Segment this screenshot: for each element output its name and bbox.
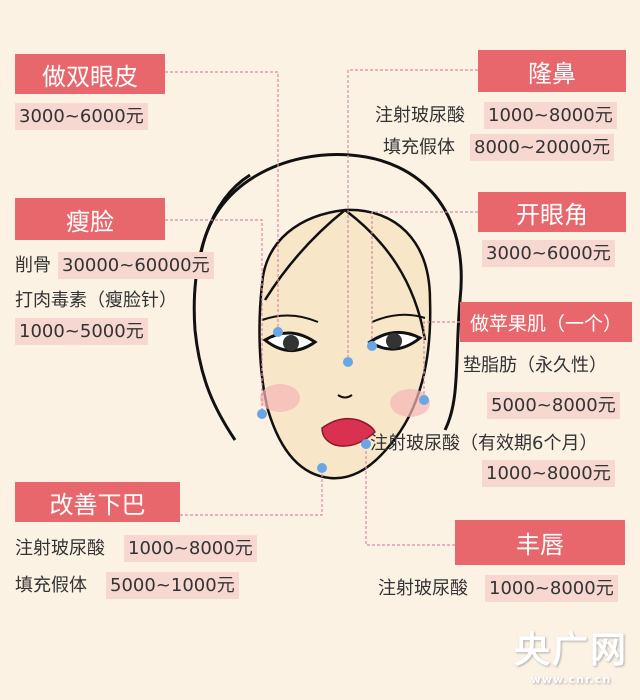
watermark-logo-text: 央广网: [513, 630, 628, 671]
eye-corner-title: 开眼角: [478, 192, 626, 232]
double-eyelid-price: 3000~6000元: [15, 103, 148, 130]
apple-cheek-item-price: 5000~8000元: [487, 392, 620, 419]
apple-cheek-item-label: 垫脂肪（永久性）: [463, 355, 607, 376]
chin-item-price: 1000~8000元: [124, 535, 257, 562]
slim-face-item-label: 打肉毒素（瘦脸针）: [15, 290, 177, 311]
chin-item-label: 注射玻尿酸: [15, 538, 105, 559]
lips-item-price: 1000~8000元: [485, 575, 618, 602]
lips: [321, 417, 376, 447]
lips-item-label: 注射玻尿酸: [378, 578, 468, 599]
slim-face-item-label: 削骨: [15, 255, 51, 276]
double-eyelid-title: 做双眼皮: [15, 54, 165, 94]
apple-cheek-item-price: 1000~8000元: [482, 460, 615, 487]
connector-lines: [165, 69, 478, 546]
chin-item-label: 填充假体: [15, 575, 87, 596]
hair-outline-right: [198, 152, 463, 431]
eye-corner-price: 3000~6000元: [482, 240, 615, 267]
watermark-url: www.cnr.cn: [530, 673, 612, 686]
chin-title: 改善下巴: [15, 482, 180, 522]
nose-item-price: 8000~20000元: [470, 134, 615, 161]
nose-item-price: 1000~8000元: [484, 102, 617, 129]
hair-outline-left: [192, 173, 251, 441]
apple-cheek-title: 做苹果肌（一个）: [460, 302, 632, 342]
nose: [337, 394, 353, 399]
nose-item-label: 注射玻尿酸: [375, 105, 465, 126]
marker-dots: [257, 327, 429, 473]
left-blush: [260, 384, 300, 412]
chin-item-price: 5000~1000元: [106, 572, 239, 599]
lips-title: 丰唇: [455, 520, 625, 565]
slim-face-item-price: 1000~5000元: [15, 318, 148, 345]
apple-cheek-item-label: 注射玻尿酸（有效期6个月）: [370, 433, 598, 454]
slim-face-title: 瘦脸: [15, 198, 165, 240]
slim-face-item-price: 30000~60000元: [58, 252, 214, 279]
right-blush: [390, 389, 430, 417]
nose-title: 隆鼻: [478, 50, 626, 92]
nose-item-label: 填充假体: [383, 137, 455, 158]
watermark-logo: 央广网 www.cnr.cn: [514, 621, 628, 686]
